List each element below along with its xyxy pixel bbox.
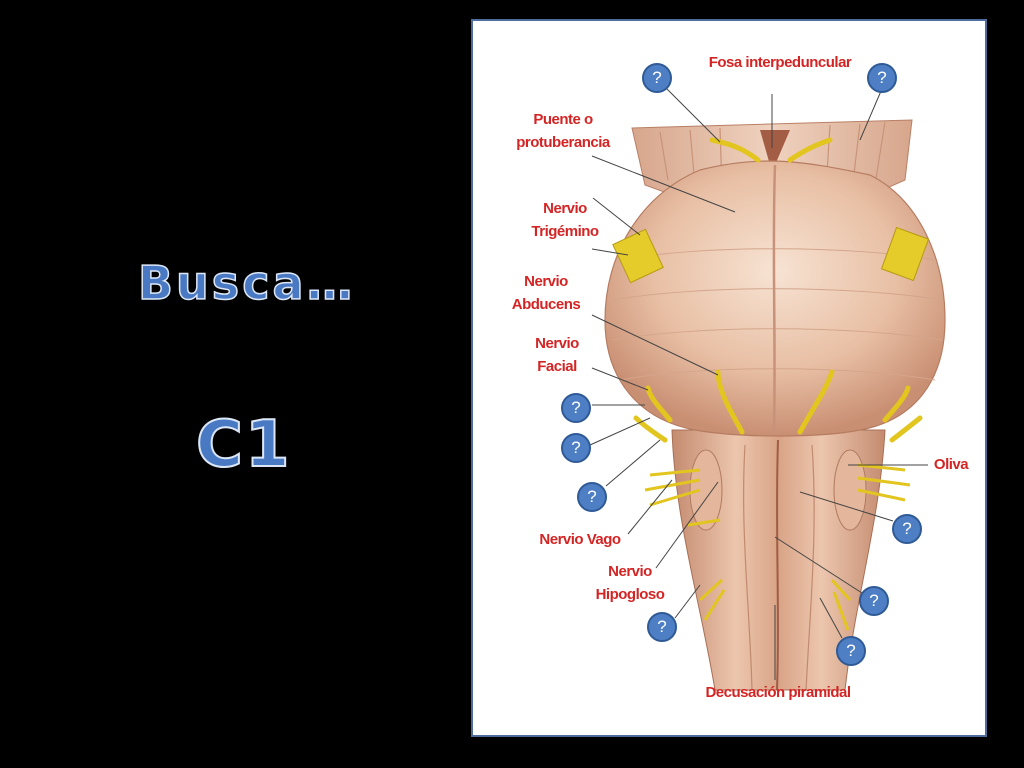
right-abducens-nerve bbox=[797, 369, 835, 435]
label-puente: Puente o protuberancia bbox=[516, 111, 610, 151]
unknown-marker-1[interactable]: ? bbox=[642, 63, 672, 93]
right-facial-nerve bbox=[882, 385, 911, 423]
right-hypoglossal-nerve bbox=[830, 578, 852, 631]
unknown-marker-5[interactable]: ? bbox=[577, 482, 607, 512]
unknown-marker-2[interactable]: ? bbox=[867, 63, 897, 93]
unknown-marker-6[interactable]: ? bbox=[892, 514, 922, 544]
label-nervio-abducens: Nervio Abducens bbox=[511, 273, 581, 313]
slide-code: C1 bbox=[195, 407, 292, 483]
label-nervio-facial: Nervio Facial bbox=[535, 335, 579, 375]
unknown-marker-9[interactable]: ? bbox=[836, 636, 866, 666]
unknown-marker-3[interactable]: ? bbox=[561, 393, 591, 423]
label-nervio-trigemino: Nervio Trigémino bbox=[531, 200, 599, 240]
label-decusacion-piramidal: Decusación piramidal bbox=[705, 684, 851, 701]
medulla bbox=[671, 429, 886, 691]
right-vagus-nerve bbox=[857, 463, 911, 502]
right-trigeminal-nerve bbox=[880, 226, 930, 282]
label-nervio-hipogloso: Nervio Hipogloso bbox=[595, 563, 665, 603]
left-abducens-nerve bbox=[715, 369, 745, 435]
left-trigeminal-nerve bbox=[612, 228, 664, 284]
unknown-marker-7[interactable]: ? bbox=[859, 586, 889, 616]
label-oliva: Oliva bbox=[933, 456, 969, 473]
left-hypoglossal-nerve bbox=[687, 518, 726, 621]
slide-heading: Busca… bbox=[137, 255, 356, 311]
left-oculomotor-nerve bbox=[709, 137, 761, 163]
unknown-marker-4[interactable]: ? bbox=[561, 433, 591, 463]
right-oculomotor-nerve bbox=[787, 137, 833, 163]
left-facial-nerve bbox=[645, 385, 673, 423]
label-fosa-interpeduncular: Fosa interpeduncular bbox=[708, 54, 852, 71]
left-vagus-nerve bbox=[644, 468, 701, 507]
unknown-marker-8[interactable]: ? bbox=[647, 612, 677, 642]
label-nervio-vago: Nervio Vago bbox=[539, 531, 621, 548]
